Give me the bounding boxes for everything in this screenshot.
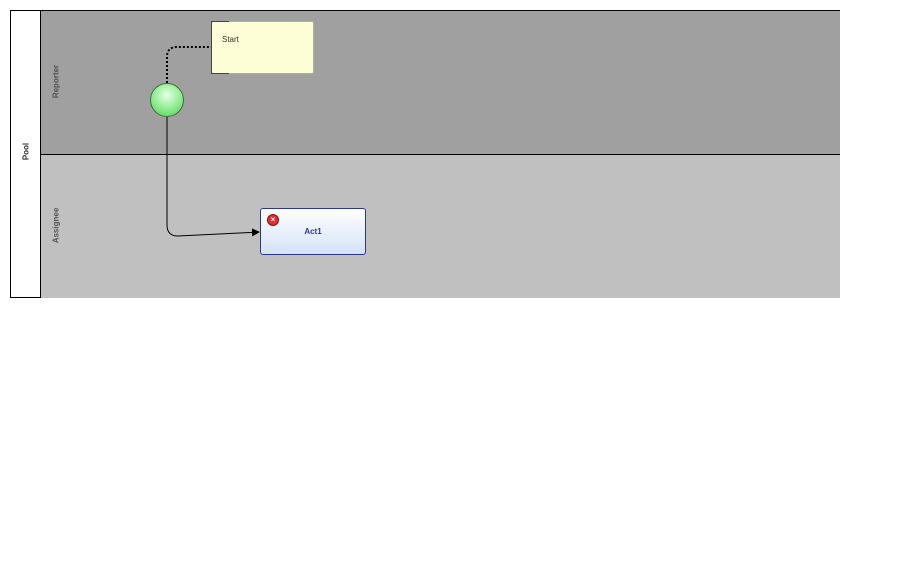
association-line[interactable] (166, 46, 211, 83)
start-event[interactable] (150, 83, 184, 117)
pool-header[interactable]: Pool (11, 11, 41, 297)
text-annotation[interactable] (211, 21, 314, 74)
annotation-bracket (211, 21, 229, 74)
task-label: Act1 (304, 227, 322, 236)
task-act1[interactable]: × Act1 (260, 208, 366, 255)
lane-reporter[interactable]: Reporter (41, 11, 840, 155)
sequence-flow[interactable] (166, 117, 260, 237)
lane-assignee[interactable]: Assignee (41, 155, 840, 298)
annotation-text: Start (222, 35, 239, 44)
error-icon: × (267, 214, 279, 226)
pool[interactable]: Pool Reporter Assignee (10, 10, 840, 298)
